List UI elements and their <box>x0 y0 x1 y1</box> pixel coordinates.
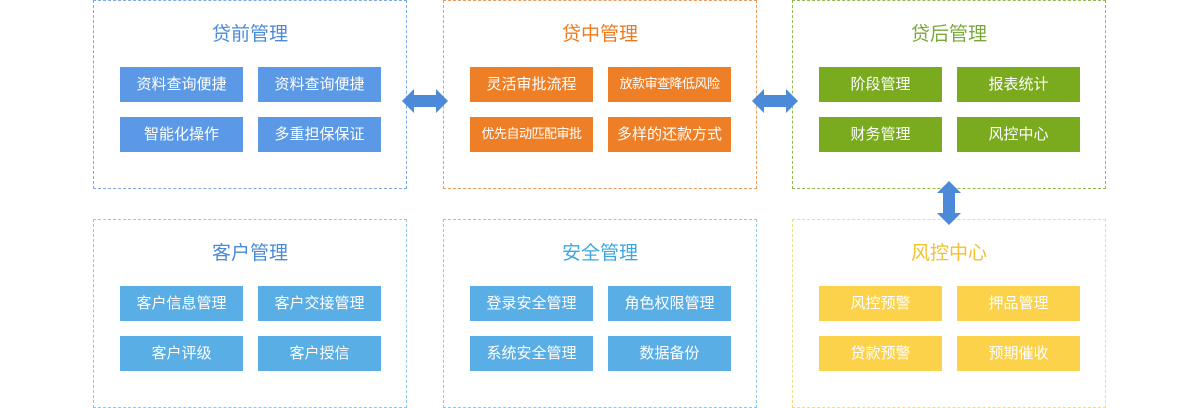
double-arrow-horizontal-icon <box>402 89 448 113</box>
double-arrow-horizontal-icon <box>752 89 798 113</box>
item-multi-guarantee[interactable]: 多重担保保证 <box>258 117 381 152</box>
item-customer-info[interactable]: 客户信息管理 <box>120 286 243 321</box>
item-flexible-approval[interactable]: 灵活审批流程 <box>470 67 593 102</box>
item-data-query[interactable]: 资料查询便捷 <box>120 67 243 102</box>
panel-customer: 客户管理 客户信息管理 客户交接管理 客户评级 客户授信 <box>93 219 407 408</box>
item-finance-management[interactable]: 财务管理 <box>819 117 942 152</box>
item-loan-review[interactable]: 放款审查降低风险 <box>608 67 731 102</box>
panel-in-loan: 贷中管理 灵活审批流程 放款审查降低风险 优先自动匹配审批 多样的还款方式 <box>443 0 757 189</box>
panel-title: 客户管理 <box>211 242 288 264</box>
item-data-backup[interactable]: 数据备份 <box>608 336 731 371</box>
panel-security: 安全管理 登录安全管理 角色权限管理 系统安全管理 数据备份 <box>443 219 757 408</box>
item-repayment-methods[interactable]: 多样的还款方式 <box>608 117 731 152</box>
panel-post-loan: 贷后管理 阶段管理 报表统计 财务管理 风控中心 <box>792 0 1106 189</box>
item-collateral-management[interactable]: 押品管理 <box>957 286 1080 321</box>
panel-title: 贷前管理 <box>211 23 288 45</box>
item-login-security[interactable]: 登录安全管理 <box>470 286 593 321</box>
item-role-permission[interactable]: 角色权限管理 <box>608 286 731 321</box>
item-risk-warning[interactable]: 风控预警 <box>819 286 942 321</box>
panel-title: 贷后管理 <box>910 23 987 45</box>
item-customer-rating[interactable]: 客户评级 <box>120 336 243 371</box>
item-stage-management[interactable]: 阶段管理 <box>819 67 942 102</box>
item-report-statistics[interactable]: 报表统计 <box>957 67 1080 102</box>
panel-risk-center: 风控中心 风控预警 押品管理 贷款预警 预期催收 <box>792 219 1106 408</box>
item-system-security[interactable]: 系统安全管理 <box>470 336 593 371</box>
item-overdue-collection[interactable]: 预期催收 <box>957 336 1080 371</box>
item-smart-operation[interactable]: 智能化操作 <box>120 117 243 152</box>
double-arrow-vertical-icon <box>937 181 961 225</box>
item-risk-center[interactable]: 风控中心 <box>957 117 1080 152</box>
panel-title: 贷中管理 <box>561 23 638 45</box>
item-data-query-2[interactable]: 资料查询便捷 <box>258 67 381 102</box>
item-customer-handover[interactable]: 客户交接管理 <box>258 286 381 321</box>
panel-pre-loan: 贷前管理 资料查询便捷 资料查询便捷 智能化操作 多重担保保证 <box>93 0 407 189</box>
panel-title: 安全管理 <box>561 242 638 264</box>
panel-title: 风控中心 <box>910 242 987 264</box>
item-customer-credit[interactable]: 客户授信 <box>258 336 381 371</box>
item-auto-match[interactable]: 优先自动匹配审批 <box>470 117 593 152</box>
item-loan-warning[interactable]: 贷款预警 <box>819 336 942 371</box>
